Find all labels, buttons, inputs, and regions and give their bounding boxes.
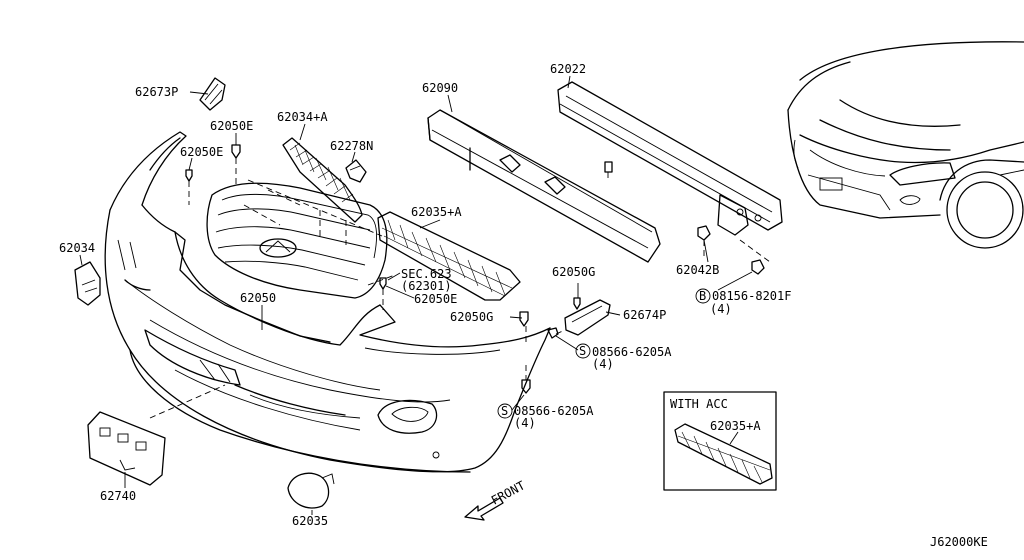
bracket-62034 [74,261,101,306]
with-acc-inset [663,391,777,491]
label-62278N: 62278N [330,139,373,153]
grille-mesh-62034A [282,137,363,223]
label-62090: 62090 [422,81,458,95]
part-labels: 62673P 62050E 62050E 62034+A 62278N 6209… [59,62,988,549]
label-62740: 62740 [100,489,136,503]
label-62035: 62035 [292,514,328,528]
label-62050E-c: 62050E [414,292,457,306]
with-acc-box [663,391,777,491]
symbol-s-2: S [501,404,508,418]
front-direction-arrow [464,497,504,521]
label-screw1-code: 08566-6205A [592,345,672,359]
bolt-symbol-circle [695,288,711,304]
clip-62278N [345,159,367,183]
lower-grille-62035A [377,211,521,301]
label-sec-62301: (62301) [401,279,452,293]
leader-lines [79,75,753,515]
label-62050G-b: 62050G [450,310,493,324]
label-bolt-code: 08156-8201F [712,289,791,303]
vehicle-front-illustration [787,41,1024,249]
label-62034: 62034 [59,241,95,255]
label-sec-623: SEC.623 [401,267,452,281]
license-plate-bracket-62740 [87,411,166,486]
label-62042B: 62042B [676,263,719,277]
front-grille [206,182,388,299]
label-62035A: 62035+A [411,205,462,219]
circled-symbols [497,288,711,419]
diagram-code: J62000KE [930,535,988,549]
bracket-62674P [564,299,611,336]
assembly-guide-lines [149,158,771,419]
fasteners [185,144,765,394]
fog-lamp-cover-62035 [287,472,335,509]
label-with-acc-62035A: 62035+A [710,419,761,433]
screw-symbol-circle-2 [497,403,513,419]
bracket-62673P [199,77,226,111]
label-screw2-code: 08566-6205A [514,404,594,418]
label-62034A: 62034+A [277,110,328,124]
label-screw2-qty: (4) [514,416,536,430]
label-62050G-a: 62050G [552,265,595,279]
label-62050: 62050 [240,291,276,305]
screw-symbol-circle-1 [575,343,591,359]
bumper-fascia-62050 [104,131,551,473]
label-62022: 62022 [550,62,586,76]
label-bolt-qty: (4) [710,302,732,316]
bumper-reinforcement-62022 [557,81,783,236]
symbol-b: B [699,289,706,303]
label-62674P: 62674P [623,308,666,322]
label-62050E-a: 62050E [210,119,253,133]
label-62050E-b: 62050E [180,145,223,159]
symbol-s-1: S [579,344,586,358]
energy-absorber-62090 [427,109,661,263]
label-screw1-qty: (4) [592,357,614,371]
label-62673P: 62673P [135,85,178,99]
label-front: FRONT [489,478,527,507]
label-with-acc: WITH ACC [670,397,728,411]
